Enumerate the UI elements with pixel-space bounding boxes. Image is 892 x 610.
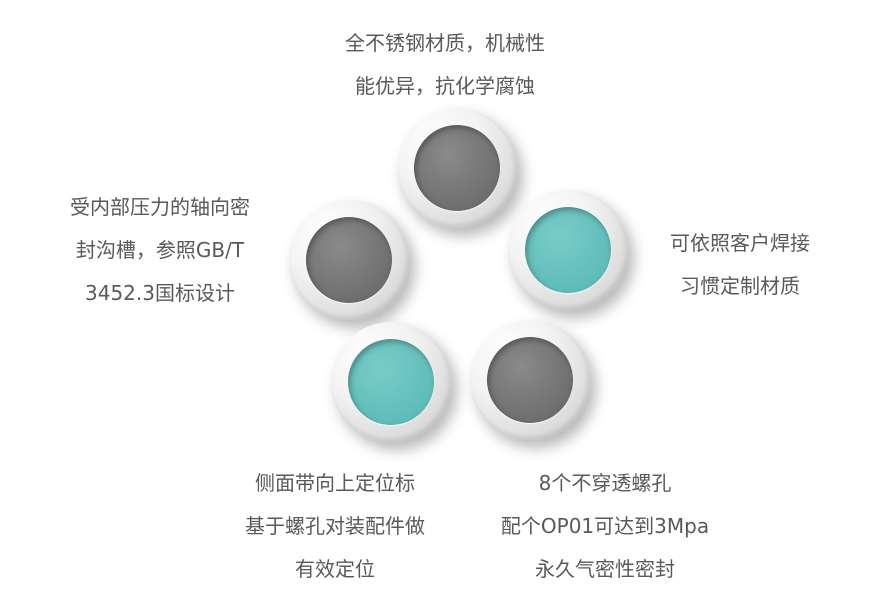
circle-left	[289, 200, 409, 320]
label-right-line-2: 习惯定制材质	[680, 274, 800, 298]
circle-bottom-right-core	[487, 337, 573, 423]
circle-left-core	[306, 217, 392, 303]
circle-bottom-left	[331, 322, 451, 442]
label-left-line-2: 封沟槽，参照GB/T	[75, 238, 245, 262]
label-top-line-2: 能优异，抗化学腐蚀	[355, 74, 535, 98]
label-top-line-1: 全不锈钢材质，机械性	[345, 31, 545, 55]
label-bottom-left: 侧面带向上定位标 基于螺孔对装配件做 有效定位	[205, 462, 465, 591]
label-bottom-left-line-1: 侧面带向上定位标	[255, 471, 415, 495]
circle-top	[397, 108, 517, 228]
circle-top-core	[414, 125, 500, 211]
label-left-line-3: 3452.3国标设计	[85, 281, 235, 305]
circle-bottom-left-core	[348, 339, 434, 425]
label-bottom-right-line-1: 8个不穿透螺孔	[538, 471, 672, 495]
label-bottom-right-line-2: 配个OP01可达到3Mpa	[500, 514, 710, 538]
label-right-line-1: 可依照客户焊接	[670, 231, 810, 255]
label-bottom-right-line-3: 永久气密性密封	[535, 557, 675, 581]
label-bottom-right: 8个不穿透螺孔 配个OP01可达到3Mpa 永久气密性密封	[470, 462, 740, 591]
label-left: 受内部压力的轴向密 封沟槽，参照GB/T 3452.3国标设计	[40, 186, 280, 315]
label-right: 可依照客户焊接 习惯定制材质	[640, 222, 840, 308]
label-left-line-1: 受内部压力的轴向密	[70, 195, 250, 219]
circle-right-core	[525, 207, 611, 293]
label-bottom-left-line-2: 基于螺孔对装配件做	[245, 514, 425, 538]
circle-bottom-right	[470, 320, 590, 440]
label-bottom-left-line-3: 有效定位	[295, 557, 375, 581]
label-top: 全不锈钢材质，机械性 能优异，抗化学腐蚀	[290, 22, 600, 108]
circle-right	[508, 190, 628, 310]
